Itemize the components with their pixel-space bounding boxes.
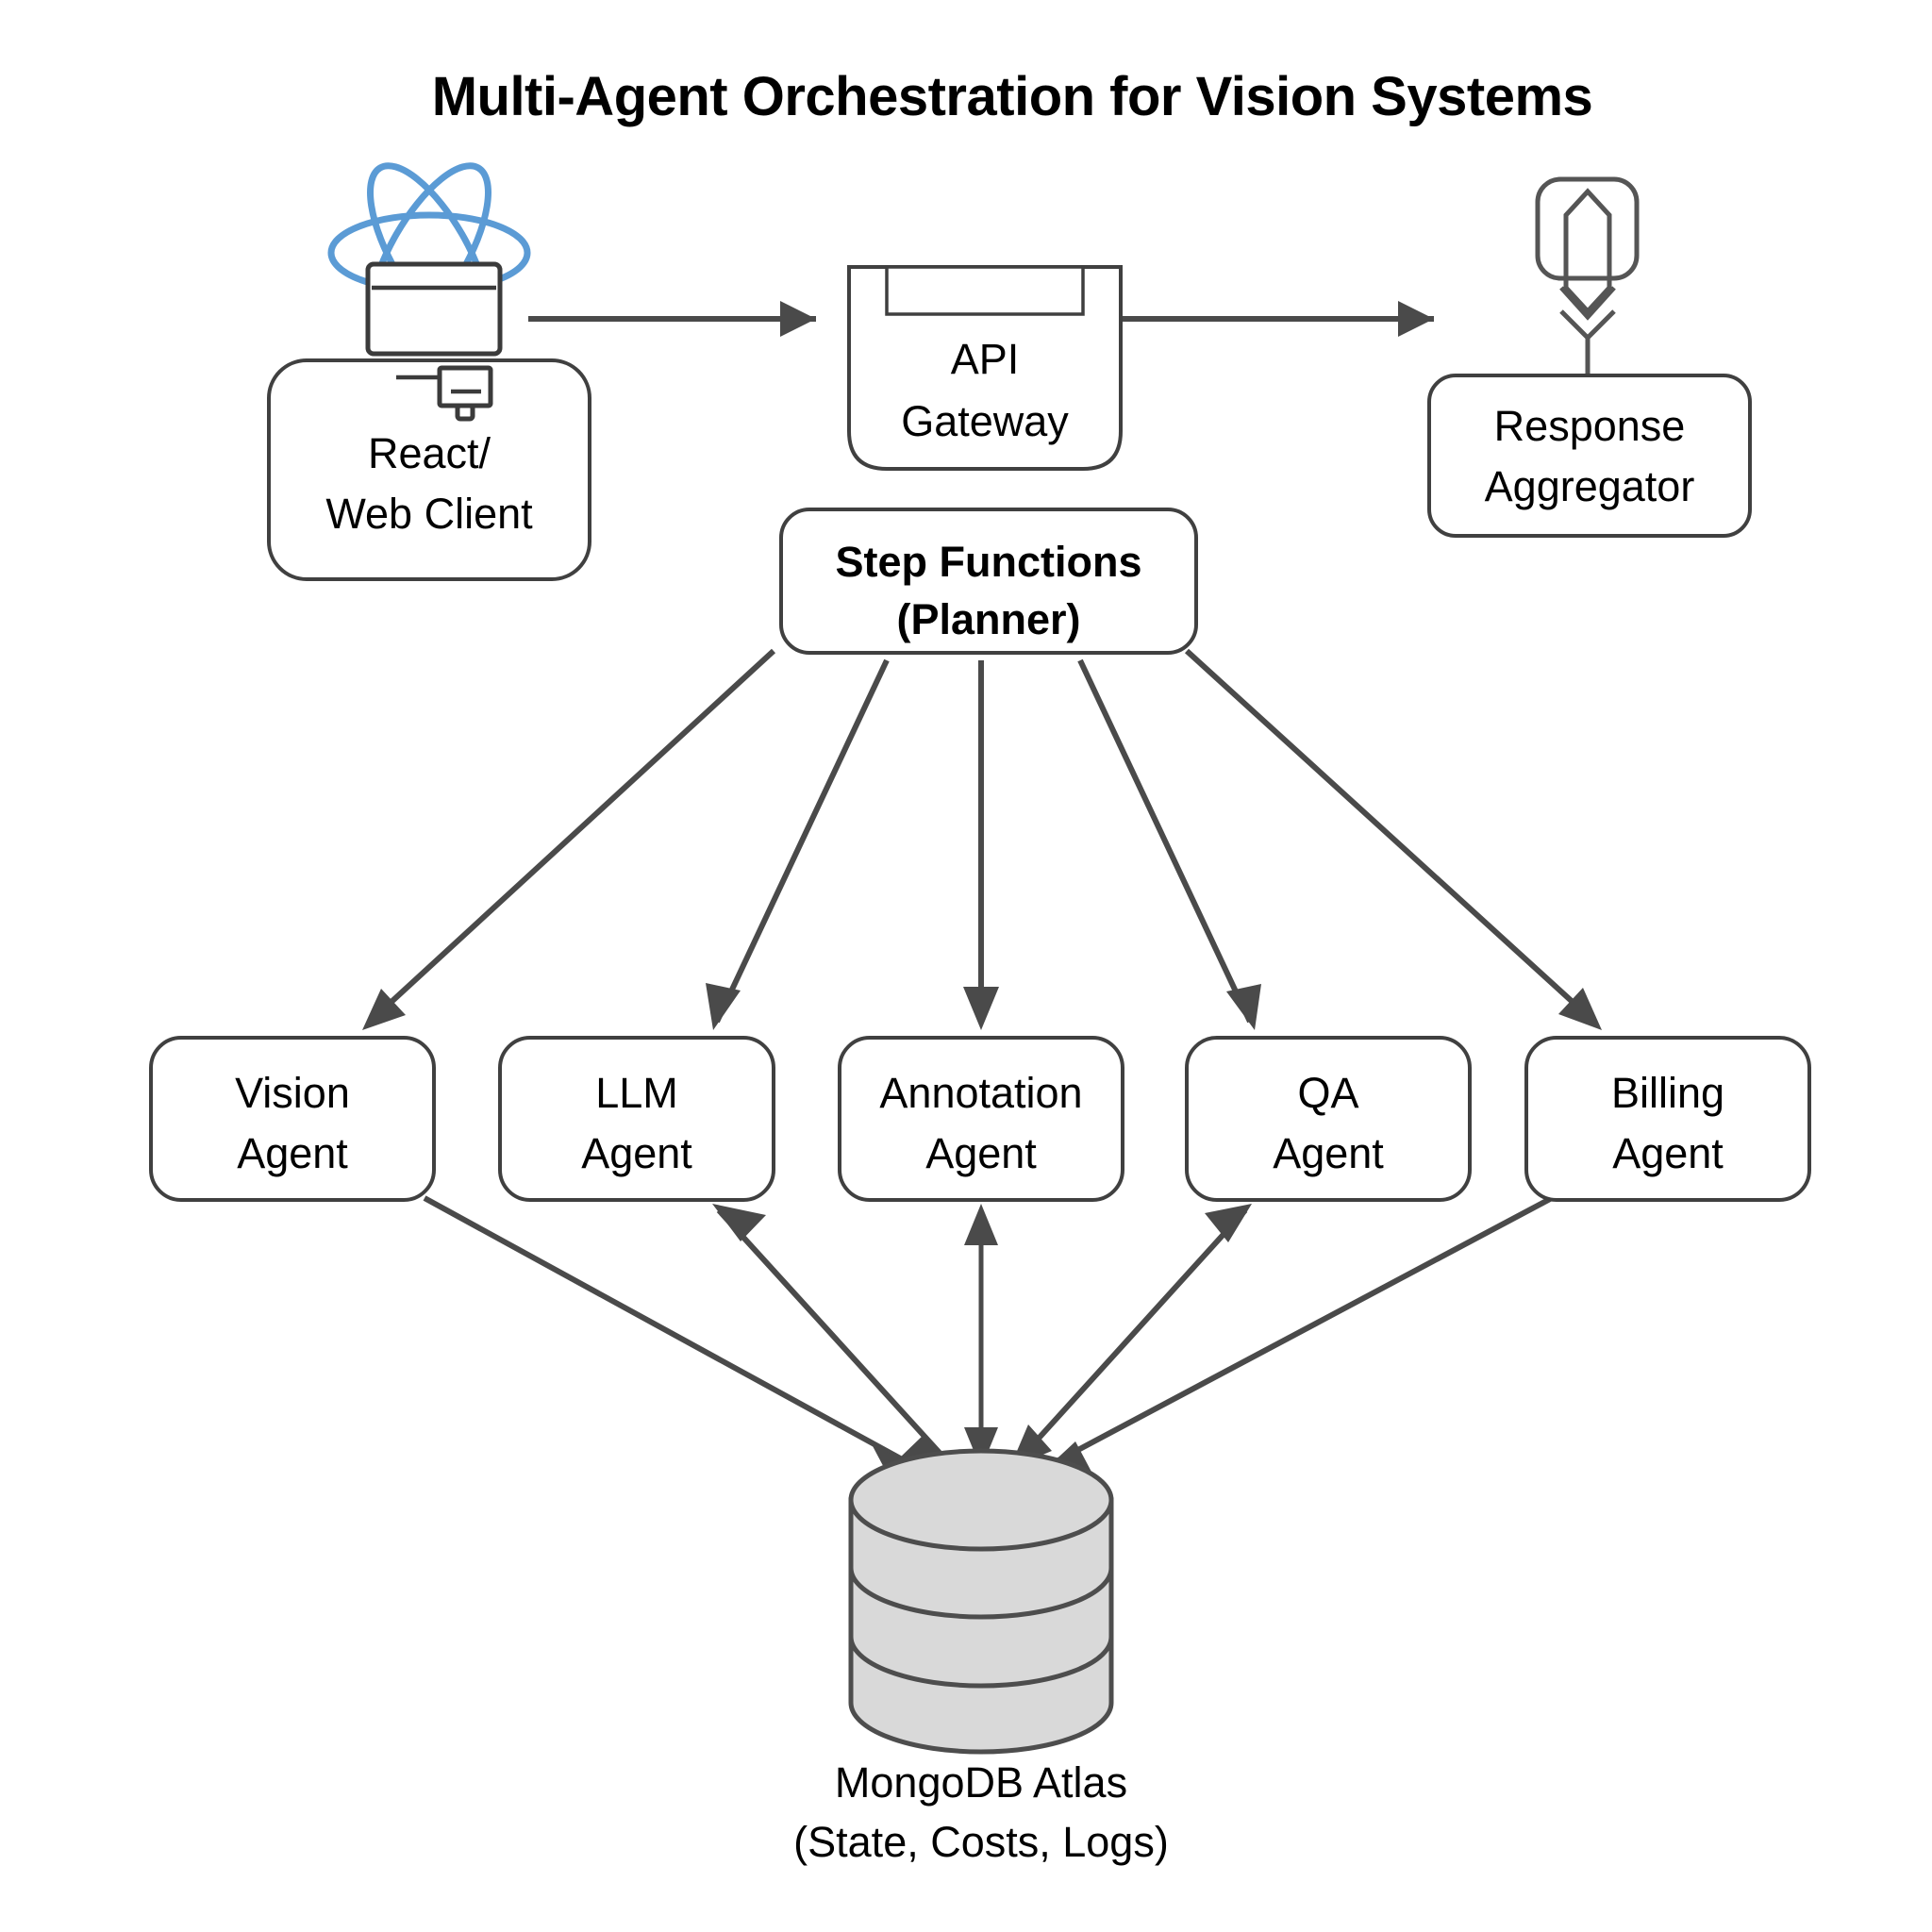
api-gateway-label-line1: API: [951, 335, 1020, 383]
mongodb-caption-line1: MongoDB Atlas: [835, 1758, 1127, 1807]
node-agent-llm[interactable]: LLM Agent: [498, 1036, 775, 1202]
agent-label-line1: Vision: [235, 1069, 350, 1117]
node-agent-annotation[interactable]: Annotation Agent: [838, 1036, 1124, 1202]
edge-planner-to-billing-agent: [1184, 648, 1602, 1030]
mongodb-caption-line2: (State, Costs, Logs): [793, 1818, 1169, 1866]
response-aggregator-box[interactable]: [1427, 374, 1752, 538]
agent-box[interactable]: [498, 1036, 775, 1202]
database-cylinder-icon: [848, 1448, 1114, 1755]
node-react-web-client[interactable]: React/ Web Client: [267, 149, 591, 581]
edge-planner-to-annotation-agent: [963, 660, 999, 1030]
edge-billing-agent-to-database: [1049, 1195, 1554, 1474]
agent-box[interactable]: [149, 1036, 436, 1202]
agent-label-line2: Agent: [581, 1129, 692, 1177]
react-browser-icon: [327, 162, 531, 422]
agent-box[interactable]: [1524, 1036, 1811, 1202]
edge-planner-to-llm-agent: [706, 658, 890, 1030]
agent-label-line1: LLM: [595, 1069, 678, 1117]
step-functions-label-line1: Step Functions: [836, 538, 1142, 586]
agent-label-line2: Agent: [925, 1129, 1037, 1177]
node-agent-qa[interactable]: QA Agent: [1185, 1036, 1472, 1202]
agent-label-line2: Agent: [237, 1129, 348, 1177]
node-step-functions-planner[interactable]: Step Functions (Planner): [779, 508, 1198, 655]
react-web-client-label-line2: Web Client: [325, 490, 533, 538]
agent-label-line2: Agent: [1273, 1129, 1384, 1177]
node-agent-billing[interactable]: Billing Agent: [1524, 1036, 1811, 1202]
aggregator-funnel-icon: [1535, 176, 1640, 377]
agent-box[interactable]: [838, 1036, 1124, 1202]
edge-client-to-gateway: [528, 301, 816, 337]
node-response-aggregator[interactable]: Response Aggregator: [1427, 176, 1752, 538]
step-functions-box[interactable]: [779, 508, 1198, 655]
step-functions-label-line2: (Planner): [896, 595, 1080, 643]
node-api-gateway[interactable]: API Gateway: [847, 265, 1123, 471]
react-web-client-box[interactable]: [267, 358, 591, 581]
agent-box[interactable]: [1185, 1036, 1472, 1202]
page-title: Multi-Agent Orchestration for Vision Sys…: [432, 66, 1593, 127]
agent-label-line1: Annotation: [879, 1069, 1082, 1117]
edge-layer: [362, 301, 1602, 1476]
response-aggregator-label-line1: Response: [1494, 402, 1686, 450]
edge-vision-agent-to-database: [423, 1195, 913, 1476]
edge-annotation-agent-to-database: [964, 1204, 998, 1469]
api-gateway-box[interactable]: [847, 265, 1123, 471]
agent-label-line1: Billing: [1611, 1069, 1724, 1117]
agent-label-line1: QA: [1297, 1069, 1358, 1117]
edge-planner-to-vision-agent: [362, 648, 776, 1030]
edge-qa-agent-to-database: [1009, 1204, 1252, 1469]
response-aggregator-label-line2: Aggregator: [1485, 462, 1695, 510]
edge-llm-agent-to-database: [712, 1204, 955, 1469]
react-web-client-label-line1: React/: [368, 429, 491, 477]
gateway-tab-icon: [885, 265, 1085, 316]
node-agent-vision[interactable]: Vision Agent: [149, 1036, 436, 1202]
node-mongodb-atlas[interactable]: MongoDB Atlas (State, Costs, Logs): [793, 1448, 1169, 1866]
agent-label-line2: Agent: [1612, 1129, 1724, 1177]
api-gateway-label-line2: Gateway: [901, 397, 1069, 445]
edge-gateway-to-aggregator: [1123, 301, 1434, 337]
edge-planner-to-qa-agent: [1077, 658, 1261, 1030]
